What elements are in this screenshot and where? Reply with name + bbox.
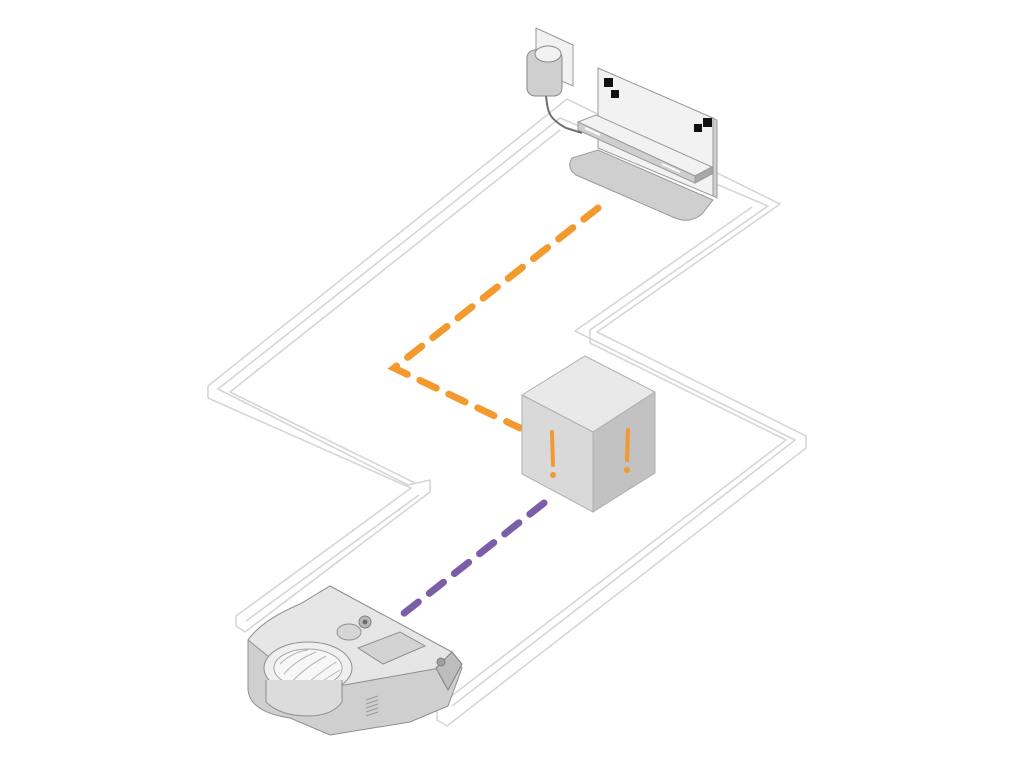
dock-contact-2 xyxy=(661,163,681,173)
robot-vacuum xyxy=(247,585,463,736)
signal-lines xyxy=(387,204,602,622)
dock-marker-1 xyxy=(604,78,613,87)
dock-shelf-side xyxy=(694,166,713,184)
dock-marker-4 xyxy=(694,124,702,132)
wall-plug-adapter xyxy=(526,27,583,134)
floor-path-interior xyxy=(229,129,796,707)
robot-vent xyxy=(365,695,379,717)
dock-backplate-edge xyxy=(712,117,718,199)
warning-mark-right-icon xyxy=(624,428,630,473)
obstacle-block-right-face xyxy=(592,391,656,513)
dock-base xyxy=(569,149,714,221)
floor-path-inner-left xyxy=(229,129,561,484)
floor-path-inner-bottom xyxy=(245,494,420,622)
robot-camera-lens xyxy=(362,619,368,625)
dock-marker-3 xyxy=(703,118,712,127)
floor-path-inner-right xyxy=(451,206,796,707)
power-cable xyxy=(545,95,583,134)
dock-to-obstacle-signal xyxy=(387,204,602,432)
dock-marker-2 xyxy=(611,90,619,98)
power-adapter-top xyxy=(534,45,562,63)
robot-display-panel xyxy=(356,631,427,665)
obstacle-to-robot-signal xyxy=(394,499,548,622)
warning-mark-left-icon xyxy=(550,430,556,478)
robot-front-sensor xyxy=(436,657,446,667)
robot-button xyxy=(336,623,362,641)
dock-contact-1 xyxy=(584,127,601,136)
robot-bin-base xyxy=(265,680,343,717)
charging-dock xyxy=(569,67,718,221)
obstacle-block xyxy=(520,355,656,513)
